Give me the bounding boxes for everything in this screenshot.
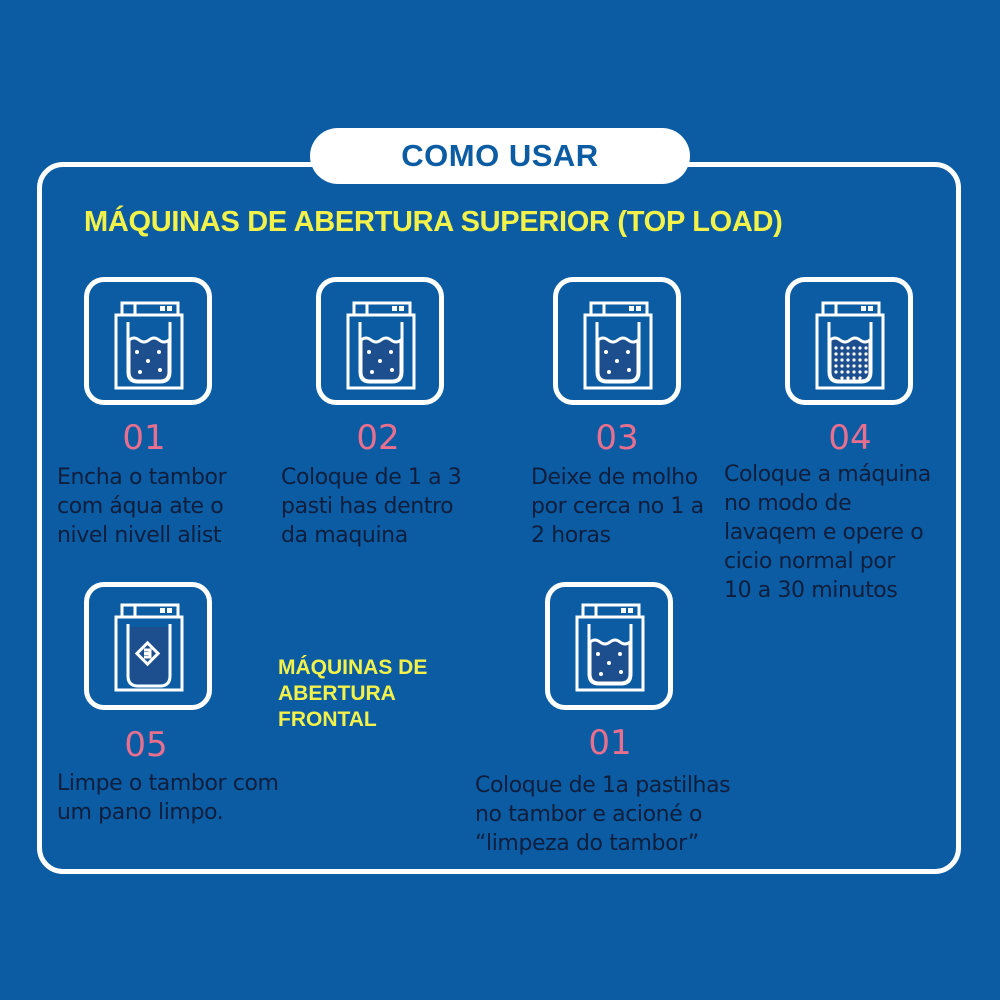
step-number: 03 [595, 418, 639, 458]
page-title: COMO USAR [310, 128, 690, 184]
washing-machine-clean-icon [84, 582, 212, 710]
step-description: Coloque a máquina no modo de lavaqem e o… [724, 462, 931, 603]
step-number: 05 [124, 725, 168, 765]
step-number: 01 [122, 418, 166, 458]
step-number: 01 [588, 723, 632, 763]
washing-machine-wash-cycle-icon [785, 277, 913, 405]
front-load-heading: MÁQUINAS DE ABERTURA FRONTAL [278, 656, 428, 731]
step-description: Coloque de 1a pastilhas no tambor e acio… [475, 773, 731, 856]
step-number: 02 [356, 418, 400, 458]
step-description: Encha o tambor com áqua ate o nivel nive… [57, 465, 227, 548]
washing-machine-tablets-icon [316, 277, 444, 405]
step-description: Coloque de 1 a 3 pasti has dentro da maq… [281, 465, 462, 548]
washing-machine-tablets-icon [545, 582, 673, 710]
washing-machine-water-icon [84, 277, 212, 405]
washing-machine-soak-icon [553, 277, 681, 405]
step-description: Limpe o tambor com um pano limpo. [57, 771, 279, 825]
step-number: 04 [828, 418, 872, 458]
step-description: Deixe de molho por cerca no 1 a 2 horas [531, 465, 704, 548]
top-load-heading: MÁQUINAS DE ABERTURA SUPERIOR (TOP LOAD) [84, 206, 783, 238]
